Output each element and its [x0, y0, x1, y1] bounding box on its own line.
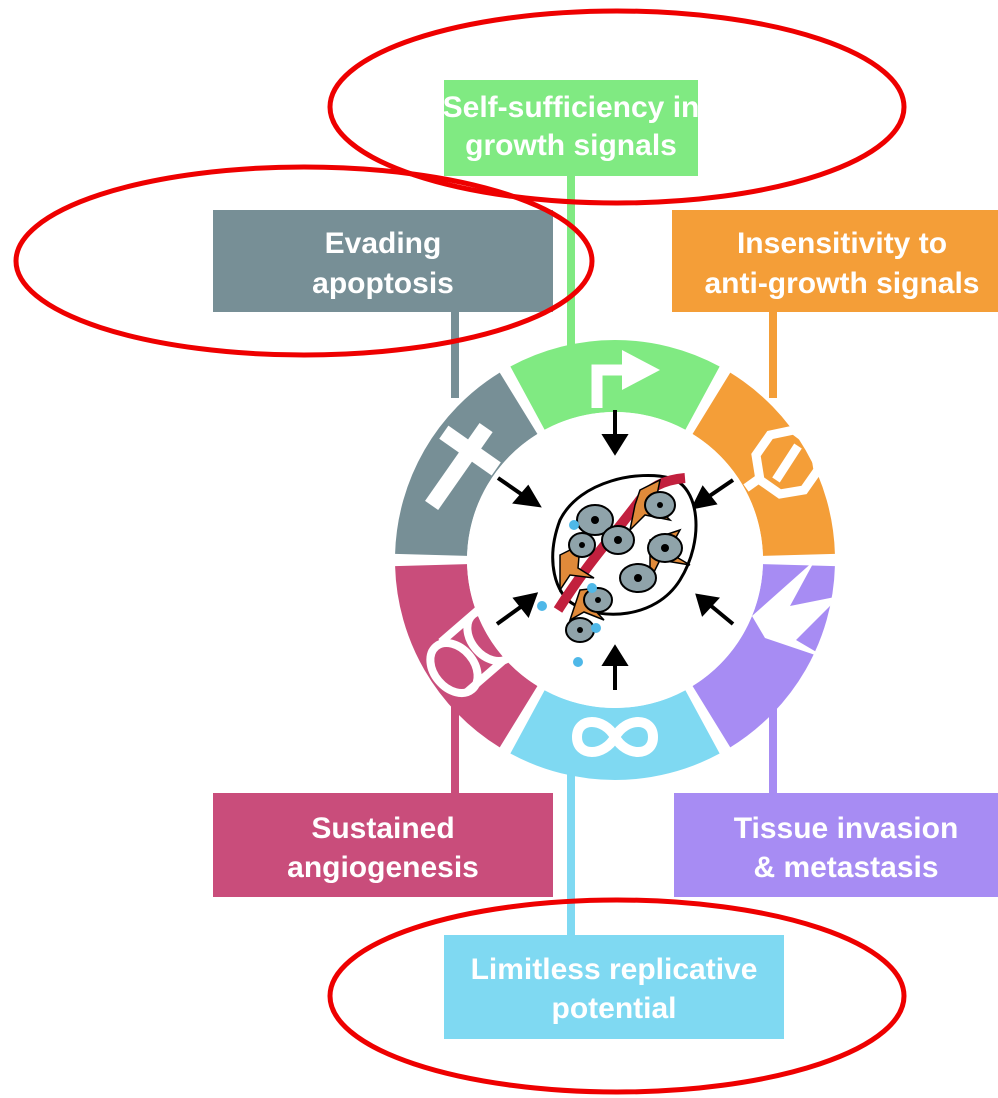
cross-icon: [425, 423, 501, 511]
arrow-top: [601, 410, 629, 456]
box-self-sufficiency: Self-sufficiency in growth signals: [443, 80, 700, 176]
infinity-icon: [571, 717, 659, 757]
jagged-invasion-icon: [752, 560, 840, 660]
label-evading-apoptosis-line2: apoptosis: [312, 267, 454, 300]
label-insensitivity-line1: Insensitivity to: [737, 227, 947, 260]
highlight-ellipse-limitless: [327, 897, 907, 1095]
center-arrows: [495, 410, 735, 690]
box-insensitivity-bg: [672, 210, 998, 312]
connector-lines: [451, 174, 777, 938]
arrow-top-left: [496, 476, 542, 508]
arrow-bottom-left: [495, 592, 539, 626]
label-self-sufficiency-line1: Self-sufficiency in: [443, 91, 700, 124]
highlight-ellipse-self-sufficiency: [327, 8, 907, 206]
box-tissue-invasion-bg: [674, 793, 998, 897]
label-limitless-line2: potential: [552, 992, 677, 1025]
label-tissue-invasion-line1: Tissue invasion: [734, 812, 959, 845]
ring-segment-insensitivity: [692, 372, 835, 556]
box-self-sufficiency-bg: [444, 80, 698, 176]
label-angiogenesis-line2: angiogenesis: [287, 851, 479, 884]
blood-vessel-icon: [426, 606, 519, 698]
arrow-top-right: [690, 478, 735, 510]
highlight-ellipse-evading-apoptosis: [13, 164, 595, 358]
box-sustained-angiogenesis-bg: [213, 793, 553, 897]
highlight-annotations: [13, 8, 907, 1095]
label-limitless-line1: Limitless replicative: [471, 953, 758, 986]
box-tissue-invasion: Tissue invasion & metastasis: [674, 793, 998, 897]
box-limitless-replicative: Limitless replicative potential: [444, 935, 784, 1039]
prohibition-sign-icon: [743, 425, 823, 499]
arrow-bottom: [601, 644, 629, 690]
label-evading-apoptosis-line1: Evading: [325, 227, 442, 260]
label-insensitivity-line2: anti-growth signals: [704, 267, 979, 300]
box-insensitivity: Insensitivity to anti-growth signals: [672, 210, 998, 312]
arrow-bend-icon: [591, 350, 660, 408]
box-limitless-replicative-bg: [444, 935, 784, 1039]
tumor-cell-cluster-icon: [537, 473, 698, 667]
ring-segment-self-sufficiency: [510, 339, 720, 430]
arrow-bottom-right: [695, 593, 735, 626]
box-evading-apoptosis-bg: [213, 210, 553, 312]
label-tissue-invasion-line2: & metastasis: [753, 851, 938, 884]
box-evading-apoptosis: Evading apoptosis: [213, 210, 553, 312]
label-angiogenesis-line1: Sustained: [311, 812, 454, 845]
box-sustained-angiogenesis: Sustained angiogenesis: [213, 793, 553, 897]
label-self-sufficiency-line2: growth signals: [465, 129, 677, 162]
